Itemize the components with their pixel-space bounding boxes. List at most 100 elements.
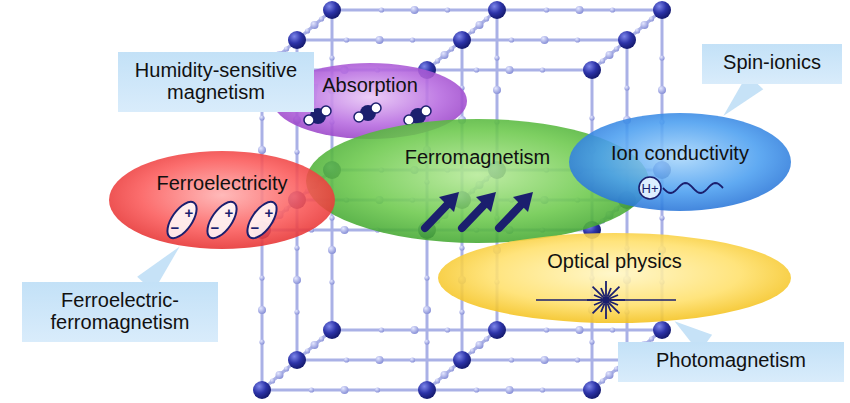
lattice-bead <box>305 28 310 33</box>
lattice-bead <box>493 86 501 94</box>
lattice-bead <box>411 6 419 14</box>
lattice-bead <box>610 327 615 332</box>
ion-symbol: H+ <box>642 182 659 195</box>
lattice-bead <box>329 215 334 220</box>
callout-box: Ferroelectric-ferromagnetism <box>22 282 218 342</box>
lattice-bead <box>328 246 336 254</box>
property-ellipse: Ferroelectricity <box>108 150 336 250</box>
metal-ion-sphere <box>653 321 671 339</box>
lattice-bead <box>445 327 450 332</box>
lattice-bead <box>506 386 514 394</box>
ellipse-icon <box>536 281 676 319</box>
lattice-bead <box>435 58 440 63</box>
lattice-bead <box>375 387 380 392</box>
lattice-bead <box>540 387 545 392</box>
lattice-bead <box>424 339 429 344</box>
metal-ion-sphere <box>618 31 636 49</box>
ellipse-fill <box>438 233 791 323</box>
metal-ion-sphere <box>488 1 506 19</box>
lattice-bead <box>319 16 324 21</box>
lattice-bead <box>284 46 289 51</box>
callout-box: Spin-ionics <box>702 44 842 84</box>
lattice-bead <box>474 387 479 392</box>
lattice-bead <box>259 115 264 120</box>
callout-text: Ferroelectric-ferromagnetism <box>32 289 208 333</box>
property-label: Ion conductivity <box>568 142 792 164</box>
lattice-bead <box>449 366 454 371</box>
charge-sign: + <box>265 205 274 220</box>
lattice-bead <box>476 21 484 29</box>
lattice-bead <box>494 55 499 60</box>
lattice-bead <box>294 245 299 250</box>
metal-ion-sphere <box>453 31 471 49</box>
charge-sign: − <box>211 220 220 235</box>
lattice-bead <box>411 326 419 334</box>
lattice-bead <box>606 51 614 59</box>
metal-ion-sphere <box>288 351 306 369</box>
lattice-bead <box>424 275 429 280</box>
lattice-bead <box>270 378 275 383</box>
ellipse-shape <box>108 150 336 250</box>
lattice-bead <box>506 66 514 74</box>
charge-sign: − <box>251 220 260 235</box>
lattice-bead <box>470 348 475 353</box>
lattice-bead <box>258 306 266 314</box>
property-label: Ferroelectricity <box>108 172 336 194</box>
lattice-bead <box>576 326 584 334</box>
lattice-bead <box>423 306 431 314</box>
lattice-bead <box>344 37 349 42</box>
lattice-bead <box>606 371 614 379</box>
ellipse-icon <box>304 103 431 125</box>
metal-ion-sphere <box>288 31 306 49</box>
lattice-bead <box>624 85 629 90</box>
lattice-bead <box>541 356 549 364</box>
lattice-bead <box>459 245 464 250</box>
lattice-bead <box>589 339 594 344</box>
metal-ion-sphere <box>253 381 271 399</box>
ellipse-fill <box>109 151 335 249</box>
ellipse-fill <box>569 113 791 211</box>
lattice-bead <box>441 51 449 59</box>
lattice-bead <box>259 275 264 280</box>
lattice-bead <box>445 7 450 12</box>
lattice-bead <box>544 327 549 332</box>
charge-sign: − <box>171 220 180 235</box>
lattice-bead <box>476 341 484 349</box>
lattice-bead <box>544 7 549 12</box>
lattice-bead <box>614 46 619 51</box>
property-label: Optical physics <box>437 250 792 272</box>
ellipse-icon <box>425 192 533 228</box>
lattice-bead <box>575 357 580 362</box>
lattice-bead <box>341 386 349 394</box>
lattice-bead <box>311 21 319 29</box>
lattice-bead <box>259 339 264 344</box>
lattice-bead <box>410 37 415 42</box>
lattice-bead <box>509 37 514 42</box>
lattice-bead <box>576 6 584 14</box>
lattice-bead <box>449 46 454 51</box>
lattice-bead <box>379 327 384 332</box>
lattice-bead <box>600 58 605 63</box>
lattice-bead <box>641 21 649 29</box>
lattice-bead <box>575 37 580 42</box>
charge-sign: + <box>185 205 194 220</box>
callout-text: Spin-ionics <box>712 51 832 73</box>
lattice-bead <box>610 7 615 12</box>
lattice-bead <box>509 357 514 362</box>
lattice-bead <box>311 341 319 349</box>
lattice-bead <box>376 36 384 44</box>
lattice-bead <box>541 36 549 44</box>
ellipse-icon <box>639 177 723 199</box>
ellipse-icon <box>162 197 282 243</box>
lattice-bead <box>635 28 640 33</box>
lattice-bead <box>658 86 666 94</box>
lattice-bead <box>258 146 266 154</box>
callout-text: Photomagnetism <box>628 349 834 371</box>
metal-ion-sphere <box>583 61 601 79</box>
lattice-bead <box>294 149 299 154</box>
metal-ion-sphere <box>418 381 436 399</box>
charge-sign: + <box>225 205 234 220</box>
lattice-bead <box>293 276 301 284</box>
metal-ion-sphere <box>323 321 341 339</box>
lattice-bead <box>410 357 415 362</box>
